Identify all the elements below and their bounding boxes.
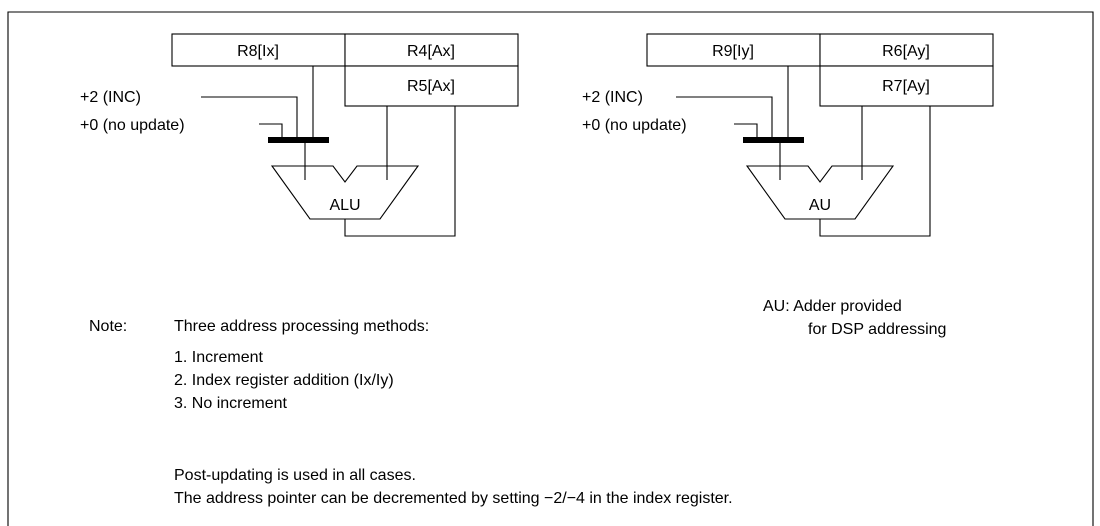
index-register-label-right: R9[Iy] bbox=[712, 43, 754, 60]
address-register-top-box-right bbox=[819, 33, 994, 67]
au-shape-right bbox=[745, 165, 895, 220]
inc-label-right: +2 (INC) bbox=[582, 89, 643, 106]
address-register-bottom-label-left: R5[Ax] bbox=[407, 78, 455, 95]
note-item-1: 1. Increment bbox=[174, 349, 263, 366]
diagram-frame bbox=[7, 11, 1094, 526]
selector-bar-left bbox=[268, 137, 329, 143]
address-register-top-label-right: R6[Ay] bbox=[882, 43, 930, 60]
note-heading: Three address processing methods: bbox=[174, 318, 429, 335]
address-register-bottom-box-right bbox=[819, 65, 994, 107]
inc-label-left: +2 (INC) bbox=[80, 89, 141, 106]
alu-shape-left bbox=[270, 165, 420, 220]
note-footer-2: The address pointer can be decremented b… bbox=[174, 490, 733, 507]
address-register-bottom-label-right: R7[Ay] bbox=[882, 78, 930, 95]
note-prefix: Note: bbox=[89, 318, 127, 335]
index-register-label-left: R8[Ix] bbox=[237, 43, 279, 60]
writeback-wire-right bbox=[819, 106, 931, 237]
writeback-wire-left bbox=[344, 106, 456, 237]
au-note-line1: AU: Adder provided bbox=[763, 298, 902, 315]
note-footer-1: Post-updating is used in all cases. bbox=[174, 467, 416, 484]
selector-bar-right bbox=[743, 137, 804, 143]
alu-label: ALU bbox=[329, 197, 360, 214]
au-label: AU bbox=[809, 197, 831, 214]
no-update-wire-right bbox=[734, 123, 758, 137]
inc-wire-left bbox=[201, 96, 298, 137]
au-note-line2: for DSP addressing bbox=[808, 321, 946, 338]
note-item-2: 2. Index register addition (Ix/Iy) bbox=[174, 372, 394, 389]
address-register-top-box-left bbox=[344, 33, 519, 67]
right-address-unit: R9[Iy] R6[Ay] R7[Ay] +2 (INC) +0 (no upd… bbox=[582, 33, 994, 237]
address-register-bottom-box-left bbox=[344, 65, 519, 107]
no-update-wire-left bbox=[259, 123, 283, 137]
no-update-label-left: +0 (no update) bbox=[80, 117, 185, 134]
note-item-3: 3. No increment bbox=[174, 395, 287, 412]
address-register-top-label-left: R4[Ax] bbox=[407, 43, 455, 60]
inc-wire-right bbox=[676, 96, 773, 137]
no-update-label-right: +0 (no update) bbox=[582, 117, 687, 134]
left-address-unit: R8[Ix] R4[Ax] R5[Ax] +2 (INC) +0 (no upd… bbox=[80, 33, 519, 237]
